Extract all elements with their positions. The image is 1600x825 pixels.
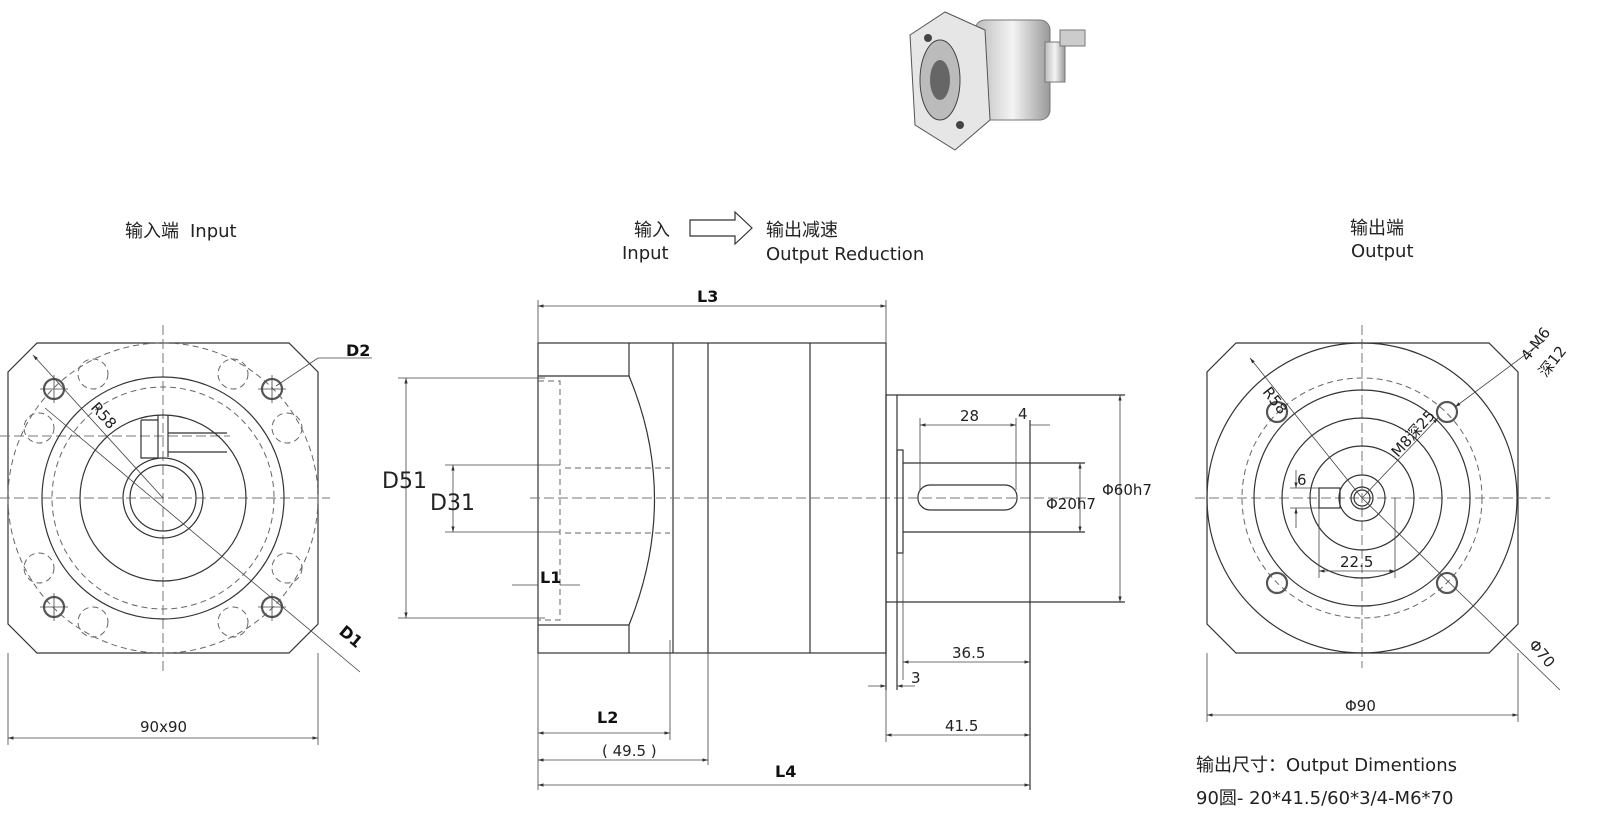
product-photo <box>909 11 1086 151</box>
flow-output-en: Output Reduction <box>766 244 924 265</box>
output-side-cn: 输出端 <box>1350 218 1404 239</box>
output-view: 6 22.5 R58 M8深25 4-M6 深12 Φ70 Φ90 <box>1195 324 1570 722</box>
dim-49-5-label: ( 49.5 ) <box>602 742 657 760</box>
dim-6-label: 6 <box>1297 471 1307 489</box>
dim-41-5-label: 41.5 <box>945 717 978 735</box>
flow-input-en: Input <box>622 243 669 264</box>
dim-22-5-label: 22.5 <box>1340 553 1373 571</box>
flow-arrow-icon <box>689 210 753 246</box>
dim-36-5-label: 36.5 <box>952 644 985 662</box>
input-size-label: 90x90 <box>140 718 187 736</box>
dim-phi20-label: Φ20h7 <box>1046 495 1096 513</box>
l2-label: L2 <box>597 708 618 727</box>
l4-label: L4 <box>775 762 796 781</box>
m8-label: M8深25 <box>1388 407 1439 461</box>
output-side-en: Output <box>1351 241 1414 262</box>
d51-label: D51 <box>382 469 427 494</box>
dim-4-label: 4 <box>1018 405 1028 423</box>
l1-label: L1 <box>540 568 561 587</box>
input-side-cn: 输入端 <box>125 221 179 242</box>
dim-phi60-label: Φ60h7 <box>1102 481 1152 499</box>
input-view: R58 D2 D1 90x90 <box>0 325 372 745</box>
l3-label: L3 <box>697 287 718 306</box>
dim-28-label: 28 <box>960 407 979 425</box>
input-d1-label: D1 <box>335 622 366 652</box>
flow-output-cn: 输出减速 <box>766 220 838 241</box>
d31-label: D31 <box>430 491 475 516</box>
dim-3-label: 3 <box>911 669 921 687</box>
flow-input-cn: 输入 <box>634 220 670 241</box>
dim-phi90-label: Φ90 <box>1345 697 1376 715</box>
input-d2-label: D2 <box>346 341 370 360</box>
side-view: L3 D51 D31 L1 L2 ( 49.5 ) L4 28 4 Φ20h7 … <box>382 287 1152 790</box>
footer-title: 输出尺寸：Output Dimentions <box>1196 755 1457 776</box>
headings: 输入端 Input 输入 Input 输出减速 Output Reduction… <box>125 210 1414 265</box>
input-side-en: Input <box>190 221 237 242</box>
dim-phi70-label: Φ70 <box>1525 636 1559 671</box>
input-r58-label: R58 <box>87 399 120 433</box>
footer-spec: 90圆- 20*41.5/60*3/4-M6*70 <box>1196 788 1453 809</box>
